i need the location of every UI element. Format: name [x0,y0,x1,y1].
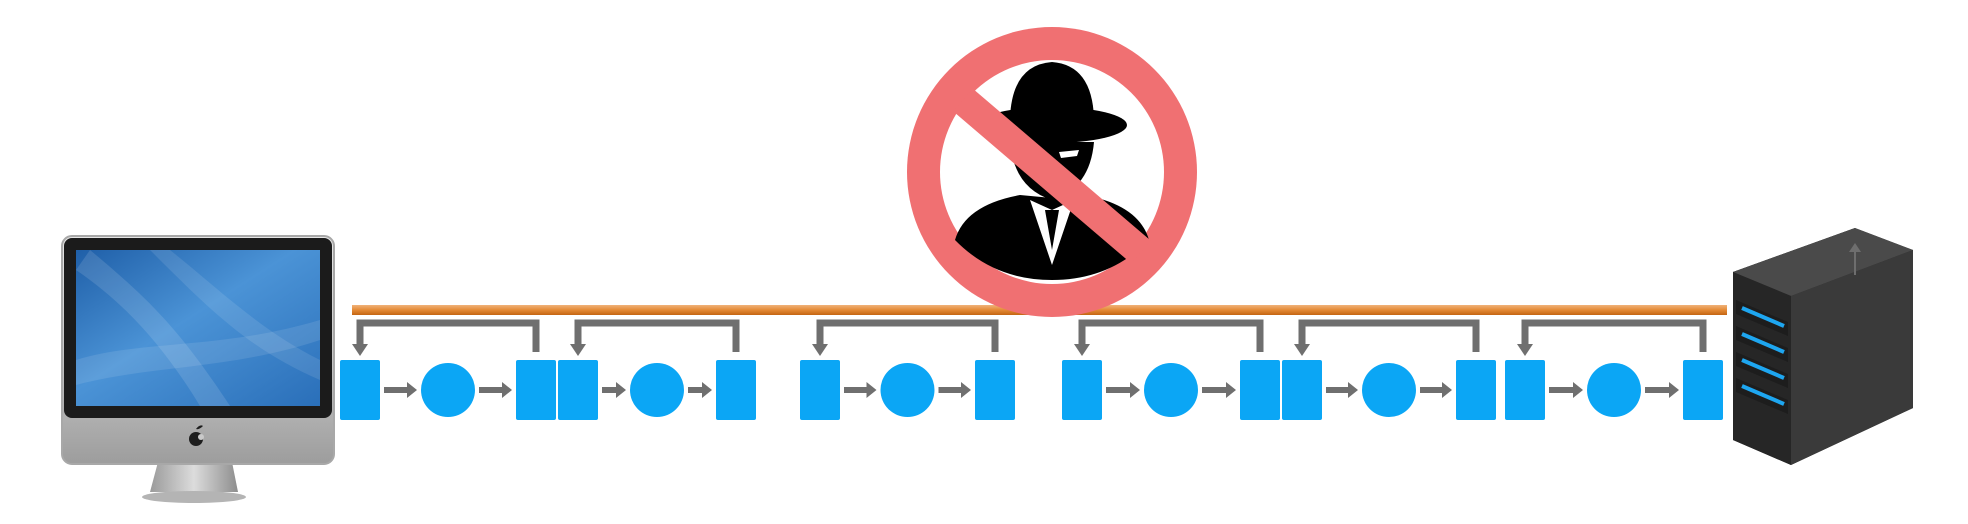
segments-group [340,319,1723,420]
flow-arrowhead [961,382,971,398]
flow-arrowhead [616,382,626,398]
segment-6 [1505,319,1723,420]
segment-1 [340,319,556,420]
process-node [880,363,935,417]
process-node [421,363,475,417]
feedback-bracket [1078,319,1264,352]
process-node [630,363,684,417]
server-tower-icon [1733,228,1913,465]
segment-4 [1062,319,1280,420]
feedback-bracket [574,319,740,352]
feedback-bracket [816,319,999,352]
data-block [800,360,840,420]
data-block [1456,360,1496,420]
no-hacker-icon [907,27,1197,317]
feedback-bracket [356,319,540,352]
server-drive-bays [1736,300,1788,414]
data-block [516,360,556,420]
data-block [1683,360,1723,420]
feedback-arrowhead [1294,344,1310,356]
flow-arrowhead [502,382,512,398]
flow-arrowhead [1348,382,1358,398]
desktop-computer-icon [61,235,335,503]
flow-arrowhead [407,382,417,398]
feedback-arrowhead [352,344,368,356]
apple-logo-icon [189,425,204,446]
flow-arrowhead [1442,382,1452,398]
process-node [1362,363,1416,417]
data-block [1062,360,1102,420]
data-block [1240,360,1280,420]
process-node [1144,363,1198,417]
flow-arrowhead [702,382,712,398]
flow-arrowhead [1669,382,1679,398]
data-block [1282,360,1322,420]
data-block [716,360,756,420]
flow-arrowhead [1130,382,1140,398]
flow-arrowhead [866,382,877,398]
feedback-bracket [1521,319,1707,352]
feedback-arrowhead [1517,344,1533,356]
data-block [340,360,380,420]
segment-2 [558,319,756,420]
feedback-bracket [1298,319,1480,352]
flow-arrowhead [1226,382,1236,398]
feedback-arrowhead [1074,344,1090,356]
data-block [975,360,1015,420]
segment-5 [1282,319,1496,420]
data-block [558,360,598,420]
feedback-arrowhead [812,344,828,356]
data-block [1505,360,1545,420]
feedback-arrowhead [570,344,586,356]
flow-arrowhead [1573,382,1583,398]
process-node [1587,363,1641,417]
segment-3 [800,319,1015,420]
